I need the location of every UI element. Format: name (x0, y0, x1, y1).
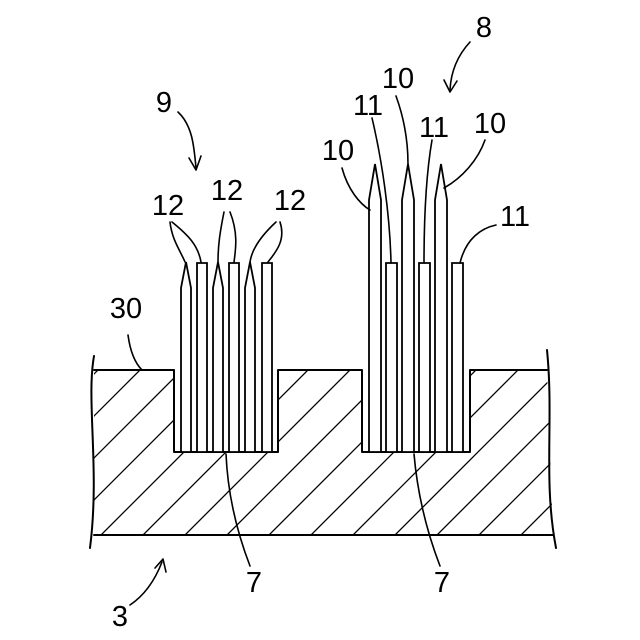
label-9: 9 (156, 87, 172, 119)
reference-labels: 8 9 10 11 11 10 10 12 12 12 11 30 7 7 3 (110, 12, 530, 633)
bristle-10-tapered (435, 164, 447, 452)
label-10-left: 10 (322, 135, 354, 167)
base-left-break (90, 356, 94, 548)
leader-10-a (342, 168, 370, 210)
label-8: 8 (476, 12, 492, 44)
label-12-left: 12 (152, 190, 184, 222)
label-10-top: 10 (382, 63, 414, 95)
bristle-10-tapered (369, 164, 381, 452)
leader-12-b (218, 212, 224, 262)
label-10-right: 10 (474, 108, 506, 140)
hatch-line (540, 0, 640, 600)
hatch-line (456, 0, 640, 600)
label-12-middle: 12 (211, 175, 243, 207)
bristle-flat (229, 263, 239, 452)
bristle-11-flat (386, 263, 397, 452)
label-11-left: 11 (353, 90, 383, 122)
label-11-right: 11 (500, 201, 530, 233)
label-11-middle: 11 (419, 112, 449, 144)
base-right-break (547, 350, 556, 548)
label-7-right: 7 (434, 567, 450, 599)
leader-8-arrow (450, 42, 470, 90)
bristle-12-tapered (213, 262, 223, 452)
leader-9-arrow (178, 112, 196, 168)
bristle-flat (197, 263, 207, 452)
base-hatching (0, 0, 640, 600)
leader-12-a (170, 222, 185, 262)
label-3: 3 (112, 601, 128, 633)
bristle-12-tapered (181, 262, 191, 452)
leader-12-b2 (230, 212, 236, 262)
hatch-line (0, 0, 552, 600)
label-12-right: 12 (274, 185, 306, 217)
hatch-line (0, 0, 384, 600)
leader-3-arrow (130, 562, 162, 605)
hatch-line (288, 0, 640, 600)
leader-10-b (396, 96, 408, 164)
bristle-10-tapered (402, 164, 414, 452)
bristle-11-flat (452, 263, 463, 452)
leader-11-c (460, 225, 496, 263)
bristle-flat (262, 263, 272, 452)
base-body (0, 0, 640, 600)
brush-8-bristles (369, 164, 463, 452)
label-7-left: 7 (246, 567, 262, 599)
hatch-line (582, 0, 640, 600)
leader-10-c (444, 140, 485, 188)
base-outline (94, 370, 547, 452)
bristle-11-flat (419, 263, 430, 452)
label-30: 30 (110, 293, 142, 325)
leader-7-left (226, 454, 250, 566)
leader-11-b (424, 140, 432, 263)
hatch-line (498, 0, 640, 600)
bristle-12-tapered (245, 262, 255, 452)
leader-30 (128, 335, 142, 370)
brush-9-bristles (181, 262, 272, 452)
